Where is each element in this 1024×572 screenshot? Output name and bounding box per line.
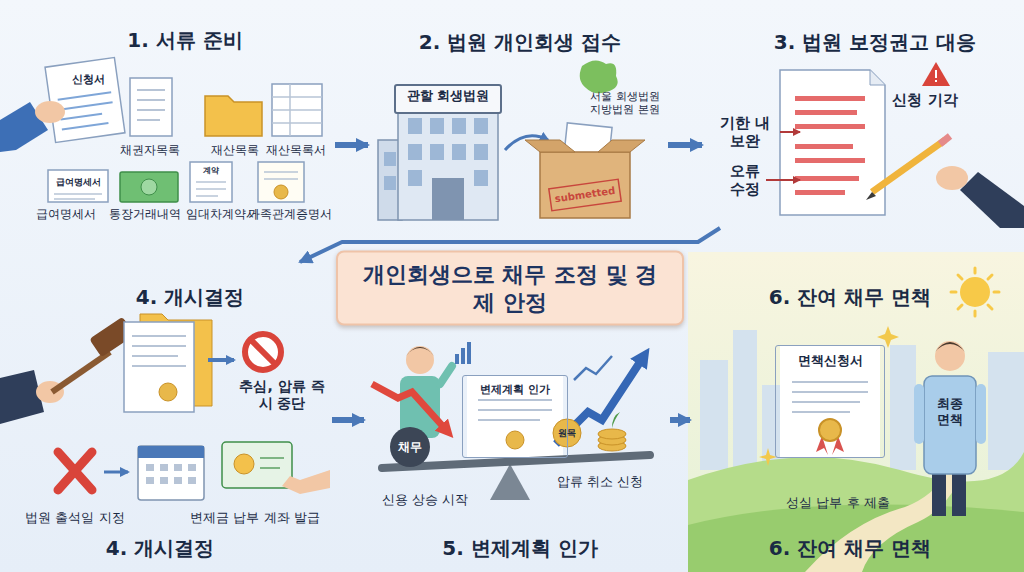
sun [951,268,999,316]
box-text: 면책신청서 [776,352,884,370]
label: 신청서 [72,73,105,86]
label: 법원 출석일 지정 [25,510,124,526]
label: 재산목록서 [266,143,326,157]
label: 기한 내 보완 [714,114,776,150]
step2-art [378,60,645,220]
label: 급여명세서 [36,207,96,221]
court-sign: 관할 회생법원 [394,84,502,114]
label: 변제금 납부 계좌 발급 [190,510,319,526]
step1-art [0,57,322,202]
step5-art [372,342,650,500]
step-panel: 4. 개시결정 [0,262,332,572]
flow-arrow [332,417,364,423]
box-text: 관할 회생법원 [396,86,500,106]
flow-arrow [668,142,702,148]
flow-arrow [335,142,368,148]
step3-art [766,62,1024,228]
label: 오류 수정 [725,162,765,198]
label: 4. 개시결정 [106,536,214,560]
step-heading: 5. 변제계획 인가 [442,535,597,562]
flow-arrow [670,417,690,423]
step-heading: 3. 법원 보정권고 대응 [774,29,976,56]
step-panel: 1. 서류 준비 [0,0,335,228]
label: 6. 잔여 채무 면책 [769,536,931,560]
discharge-document: 면책신청서 [775,345,885,458]
person [914,341,986,516]
label: 압류 취소 신청 [557,474,643,490]
label: 가족관계증명서 [248,207,332,221]
label: 원목 [558,428,576,439]
step-heading: 6. 잔여 채무 면책 [769,284,931,311]
label: 채무 [398,440,422,454]
label: 통장거래내역 [109,207,181,221]
step-panel: 6. 잔여 채무 면책면책신청서 [690,262,1024,572]
step4-art [0,314,330,500]
label: 신용 상승 시작 [382,492,468,508]
label: 최종 면책 [930,396,970,427]
label: 성실 납부 후 제출 [786,495,889,511]
label: 채권자목록 [120,143,180,157]
step-heading: 4. 개시결정 [136,284,244,311]
label: 급여명세서 [56,177,101,188]
step-heading: 1. 서류 준비 [127,27,242,54]
step-heading: 2. 법원 개인회생 접수 [419,29,621,56]
label: 재산목록 [211,143,259,157]
label: 계약 [203,166,219,176]
box-text: 변제계획 인가 [463,382,567,397]
title-banner: 개인회생으로 채무 조정 및 경제 안정 [336,251,684,326]
label: 신청 기각 [892,91,957,109]
label: 서울 회생법원 지방법원 본원 [584,90,666,116]
approval-document: 변제계획 인가 [462,375,568,458]
label: 추심, 압류 즉시 중단 [236,378,328,412]
step6-landscape [688,252,1024,572]
label: 임대차계약서 [186,207,258,221]
